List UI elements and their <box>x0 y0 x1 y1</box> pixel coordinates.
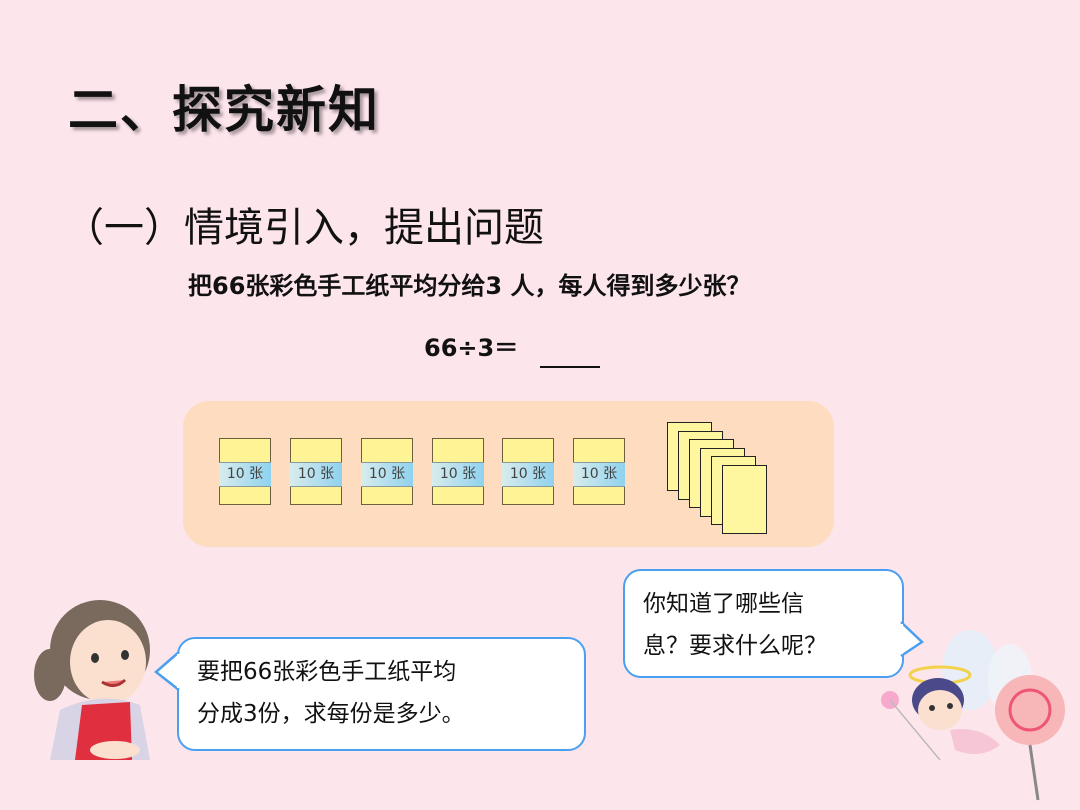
bubble-text-line: 要把66张彩色手工纸平均 <box>197 659 457 685</box>
bundle-label: 10 张 <box>432 462 484 487</box>
answer-blank <box>540 366 600 368</box>
paper-bundle: 10 张 <box>219 438 271 505</box>
paper-bundle: 10 张 <box>573 438 625 505</box>
section-subtitle: （一）情境引入，提出问题 <box>64 205 544 251</box>
speech-bubble-girl: 要把66张彩色手工纸平均 分成3份，求每份是多少。 <box>177 637 586 751</box>
bubble-text-line: 分成3份，求每份是多少。 <box>197 701 465 727</box>
girl-illustration <box>34 600 150 760</box>
paper-bundle: 10 张 <box>361 438 413 505</box>
bundle-label: 10 张 <box>290 462 342 487</box>
paper-bundle: 10 张 <box>502 438 554 505</box>
bundle-label: 10 张 <box>502 462 554 487</box>
bubble-tail <box>900 621 924 658</box>
speech-bubble-fairy: 你知道了哪些信 息？要求什么呢？ <box>623 569 904 678</box>
paper-sheet <box>722 464 767 534</box>
bundle-label: 10 张 <box>361 462 413 487</box>
bundle-label: 10 张 <box>573 462 625 487</box>
paper-bundle: 10 张 <box>432 438 484 505</box>
paper-bundle: 10 张 <box>290 438 342 505</box>
fairy-illustration <box>881 630 1065 801</box>
bubble-tail <box>154 651 180 691</box>
bubble-text-line: 息？要求什么呢？ <box>643 633 827 659</box>
problem-question: 把66张彩色手工纸平均分给3 人，每人得到多少张？ <box>188 272 751 300</box>
bubble-text-line: 你知道了哪些信 <box>643 591 804 617</box>
equation: 66÷3＝ <box>424 334 519 362</box>
slide-title: 二、探究新知 <box>68 81 380 139</box>
bundle-label: 10 张 <box>219 462 271 487</box>
